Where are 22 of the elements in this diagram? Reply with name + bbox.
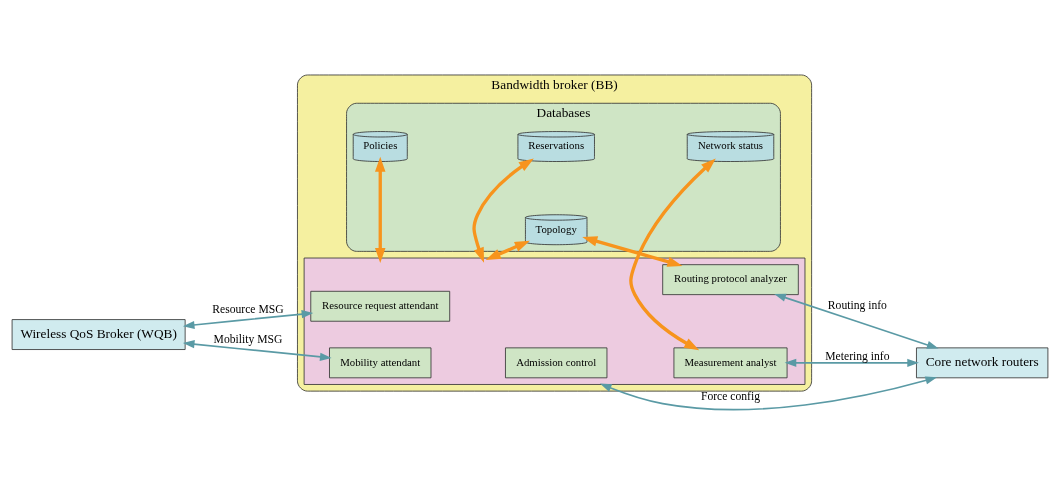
- arrow: [375, 156, 386, 263]
- edge-label: Metering info: [825, 349, 890, 363]
- node-box: Admission control: [505, 346, 608, 378]
- edge-label: Force config: [700, 389, 761, 403]
- node-box: Wireless QoS Broker (WQB): [11, 318, 186, 350]
- edge-label: Resource MSG: [212, 302, 284, 316]
- arrow: [472, 157, 534, 263]
- node-box: Routing protocol analyzer: [662, 263, 799, 295]
- edge-label: Mobility MSG: [213, 332, 283, 346]
- node-box: Mobility attendant: [329, 346, 432, 378]
- arrow: [182, 309, 314, 329]
- arrow: [485, 240, 530, 260]
- arrow: [774, 293, 939, 349]
- edge-label: Routing info: [827, 298, 887, 312]
- node-box: Core network routers: [916, 346, 1049, 378]
- arrow: [599, 375, 938, 410]
- arrow: [582, 235, 683, 267]
- node-box: Resource request attendant: [310, 290, 451, 322]
- arrow: [784, 358, 919, 367]
- node-box: Measurement analyst: [673, 346, 788, 378]
- arrow: [182, 339, 332, 361]
- arrow: [629, 157, 716, 350]
